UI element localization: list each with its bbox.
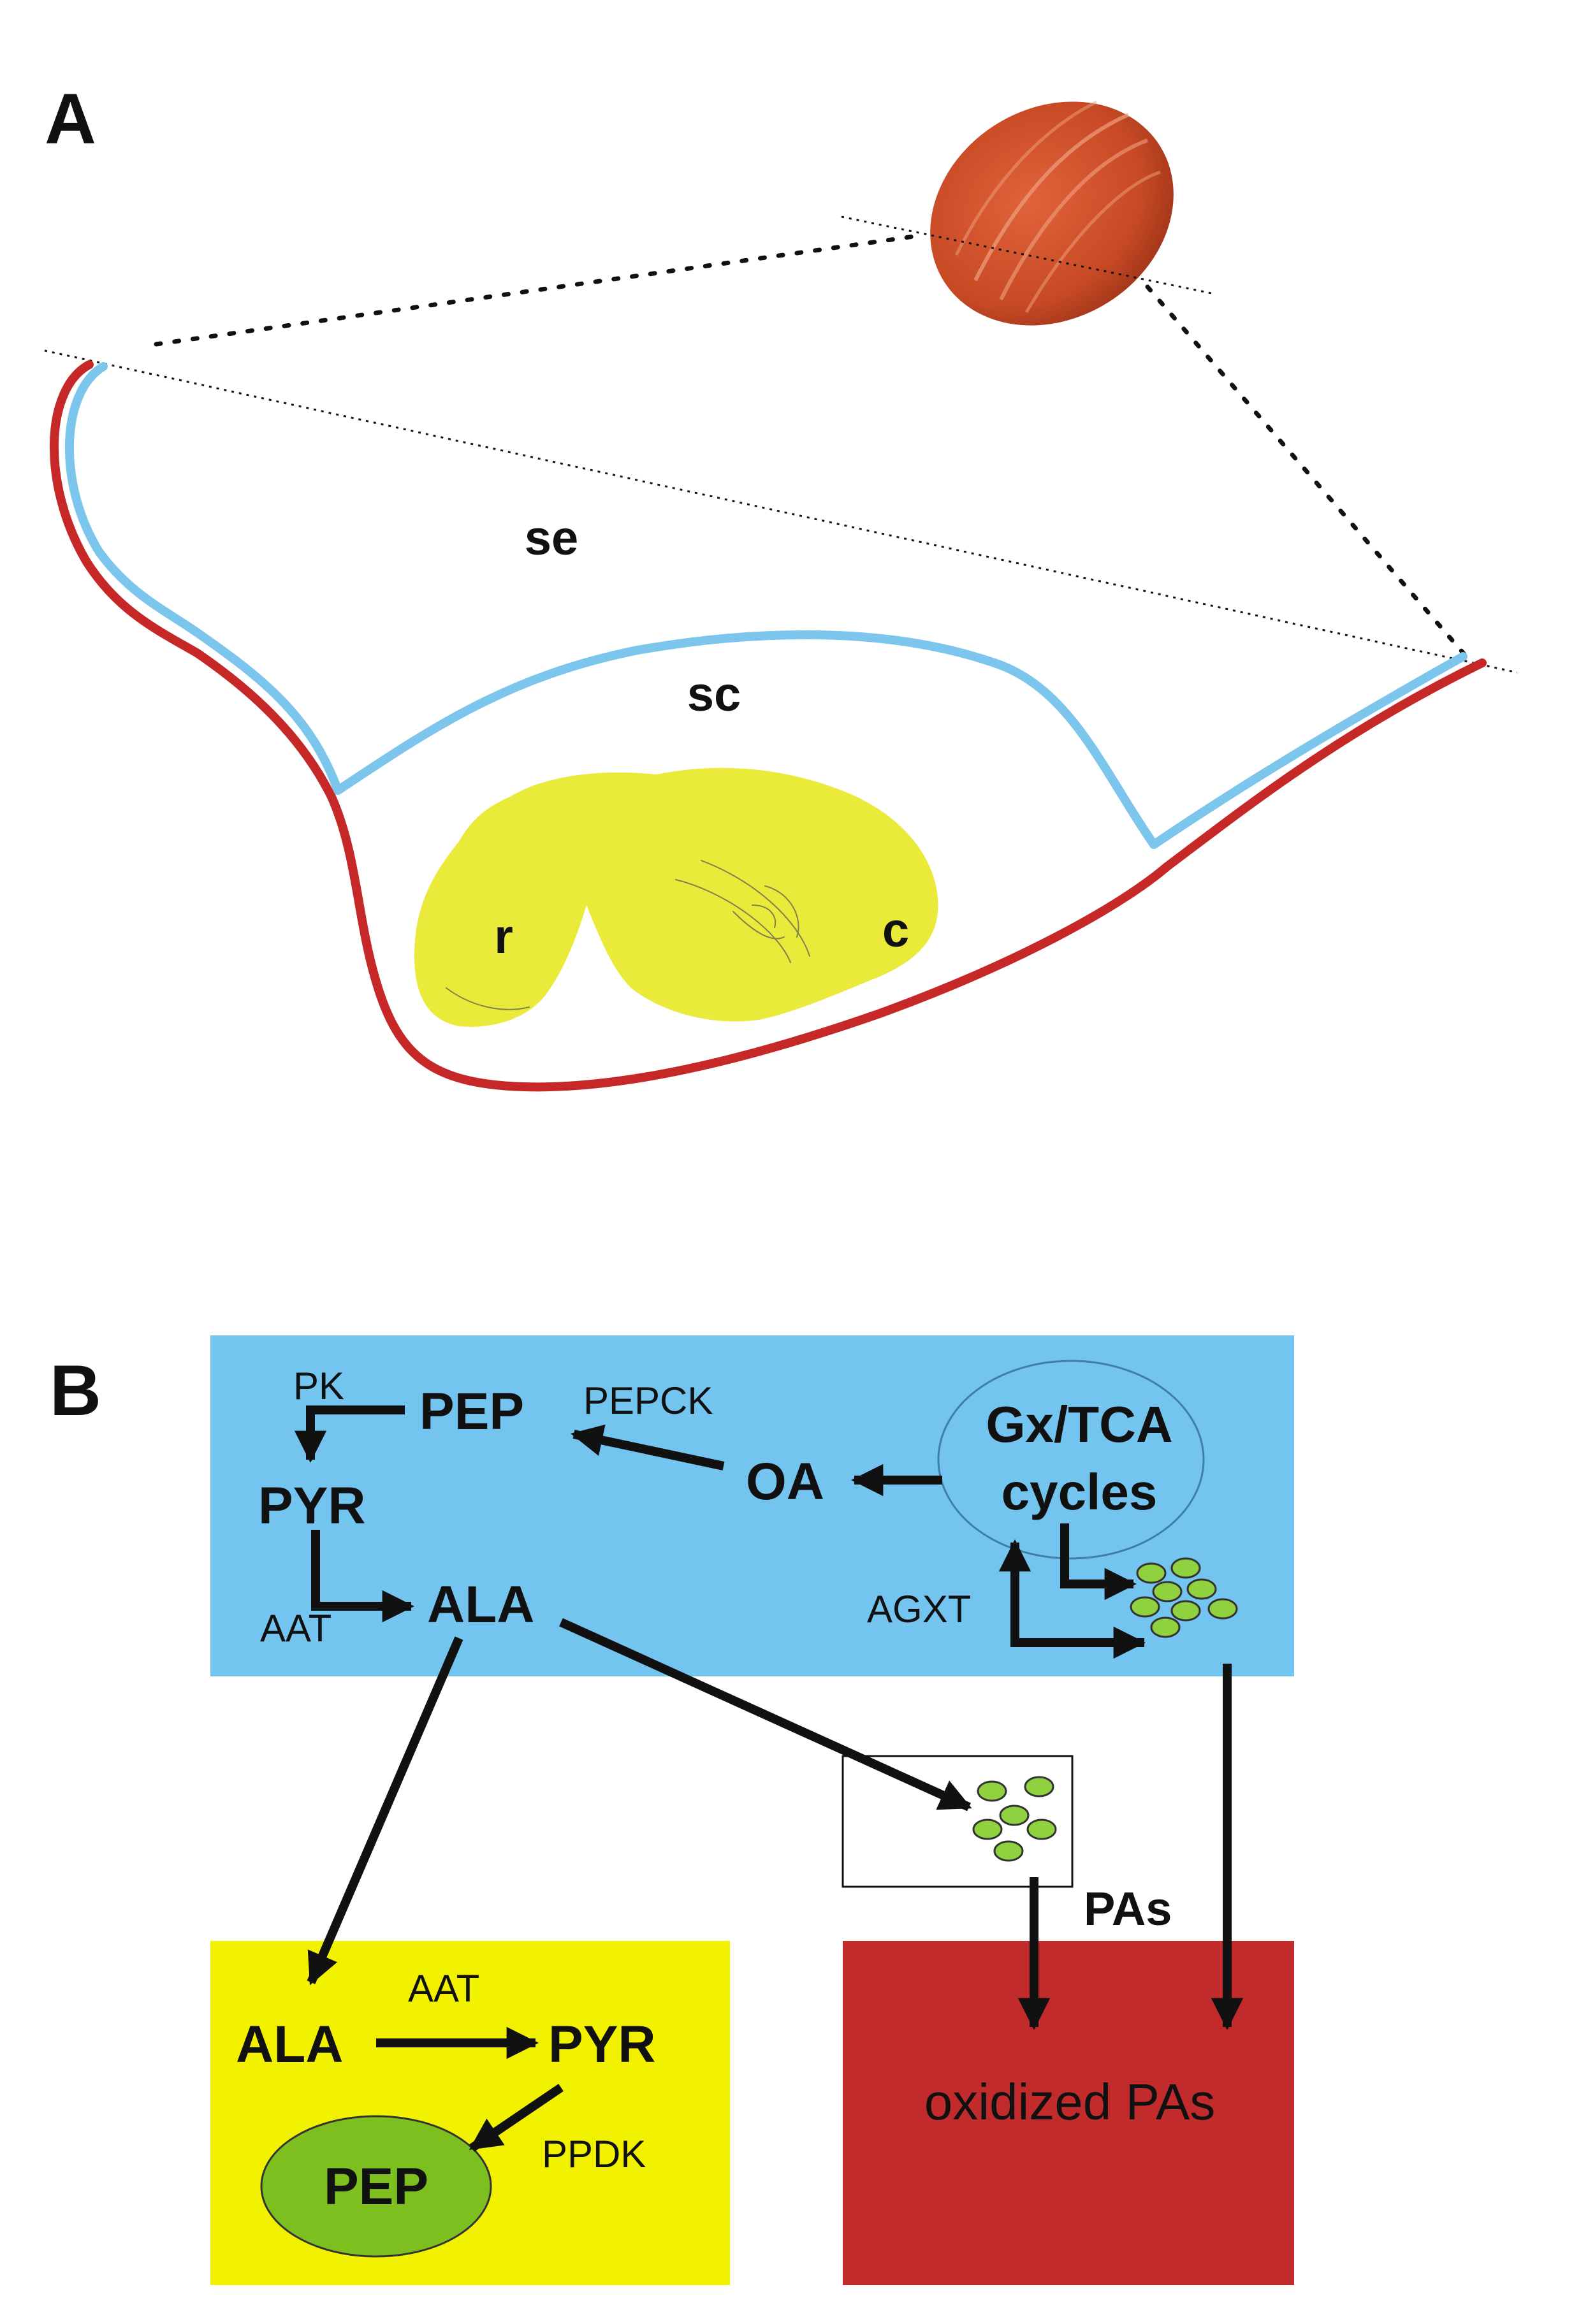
peroxisome-cluster-box [972,1776,1057,1862]
label-agxt: AGXT [867,1588,971,1630]
embryo-contours [446,860,810,1010]
arrow-pyr-ala [311,1530,415,1623]
label-ppdk: PPDK [542,2133,646,2175]
label-r: r [494,910,513,964]
arrow-pyr-pep-yellow [469,2084,564,2152]
label-pep-top: PEP [419,1383,524,1441]
label-oxidized-pas: oxidized PAs [924,2073,1216,2130]
arrow-ala-peroxisome [559,1618,972,1812]
label-c: c [882,903,909,957]
seed-image [930,100,1174,326]
pep-ellipse [260,2115,492,2258]
label-pk: PK [293,1365,344,1407]
label-pep-yellow: PEP [324,2158,428,2216]
label-ala-yellow: ALA [236,2015,344,2073]
panel-b-letter: B [50,1351,101,1430]
label-pyr-top: PYR [258,1477,366,1535]
label-pyr-yellow: PYR [548,2015,656,2073]
label-sc: sc [687,667,741,722]
seed-coat-inner [64,362,1468,849]
cycles-ellipse [937,1360,1205,1560]
pathway-arrows [294,1405,1244,2152]
arrow-cycles-peroxisome [1060,1523,1137,1601]
peroxisome-cluster-top [1130,1557,1238,1638]
label-cycles-2: cycles [1002,1463,1158,1520]
label-aat-top: AAT [260,1607,332,1650]
embryo [414,767,938,1027]
label-oa: OA [746,1453,824,1511]
panel-a-letter: A [45,79,96,159]
arrow-oa-pep [571,1424,725,1471]
label-ala-top: ALA [427,1576,535,1634]
label-se: se [525,511,579,565]
arrow-pep-pyr [294,1405,405,1463]
label-pepck: PEPCK [583,1379,713,1422]
zoom-guide-lines [44,215,1518,674]
label-cycles-1: Gx/TCA [986,1396,1172,1453]
seed-coat-outer [50,360,1487,1092]
seed-section [50,360,1487,1092]
label-pas: PAs [1084,1882,1172,1935]
arrow-ala-yellow [307,1636,463,1986]
label-aat-yellow: AAT [408,1967,479,2010]
